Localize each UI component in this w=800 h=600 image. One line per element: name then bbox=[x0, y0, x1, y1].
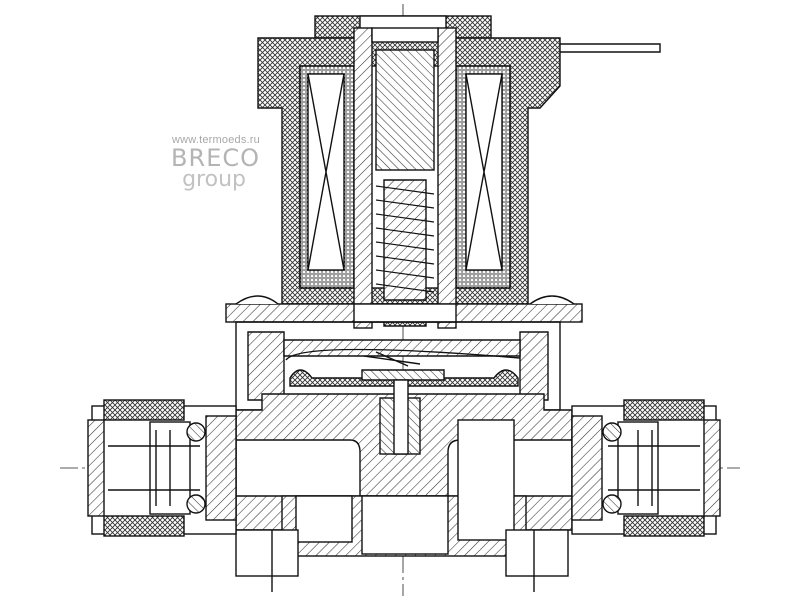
left-fitting bbox=[87, 399, 237, 537]
valve-body bbox=[235, 379, 573, 592]
lead-wire bbox=[560, 43, 661, 53]
diaphragm bbox=[289, 351, 519, 387]
diaphragm-chamber bbox=[235, 321, 561, 411]
right-coil bbox=[455, 65, 511, 289]
fixed-core bbox=[375, 49, 435, 171]
bonnet-flange bbox=[225, 295, 583, 323]
right-fitting bbox=[571, 399, 721, 537]
return-spring bbox=[375, 185, 435, 293]
moving-plunger bbox=[383, 179, 427, 301]
left-coil bbox=[299, 65, 355, 289]
guide-tube bbox=[353, 27, 457, 329]
